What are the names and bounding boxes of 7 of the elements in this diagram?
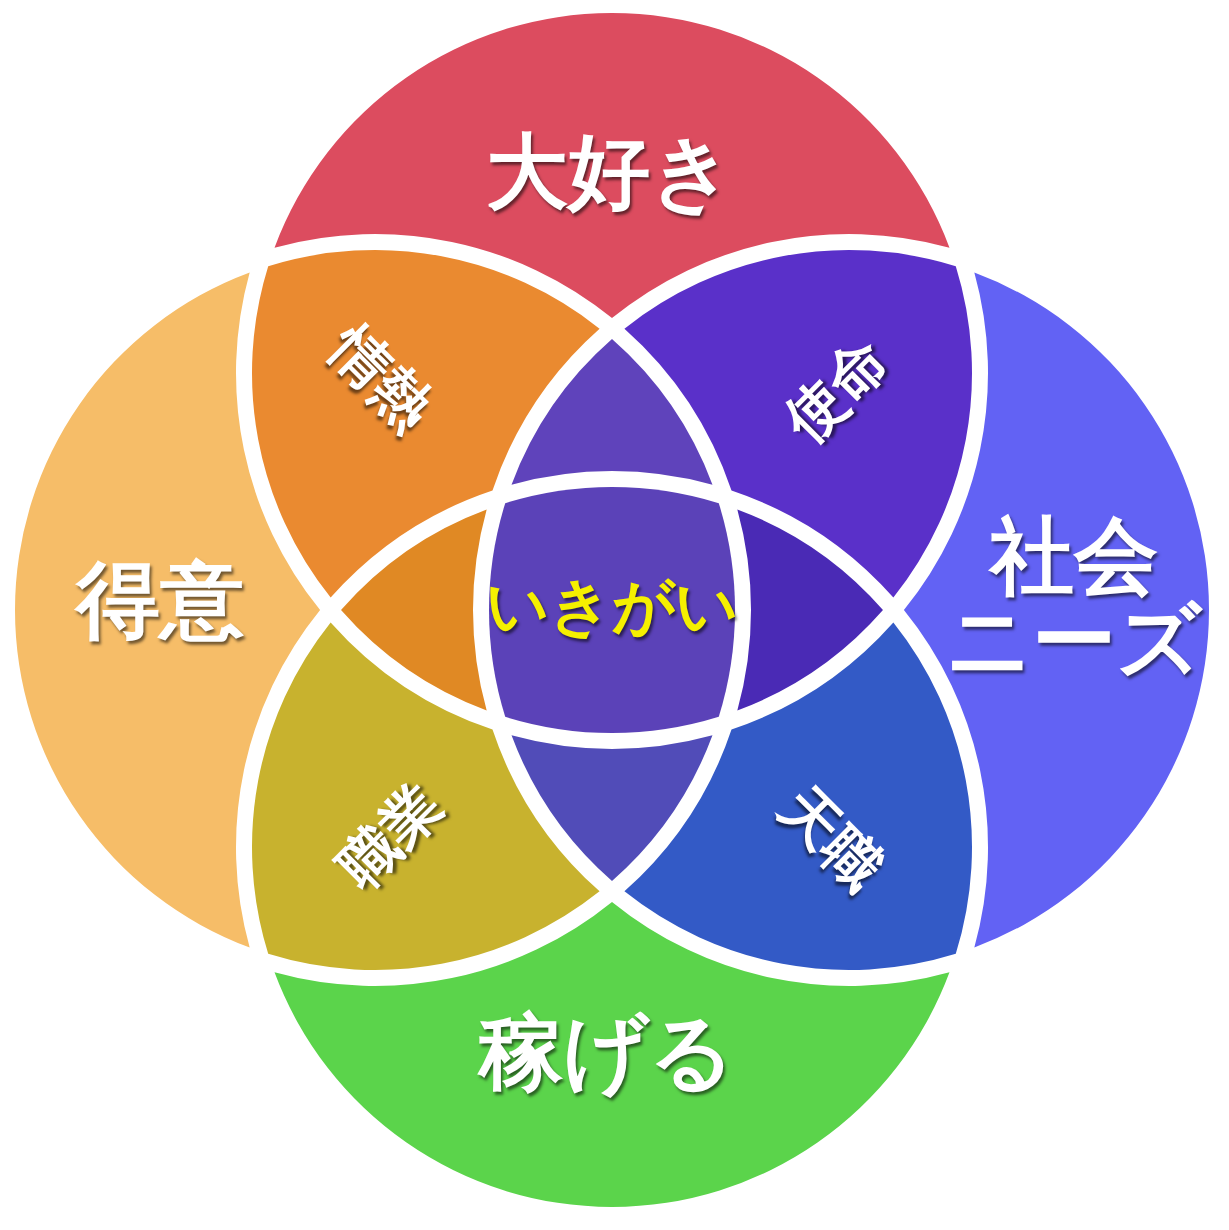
region-label: 得意 (76, 558, 244, 642)
region-label: 天職 (770, 776, 894, 900)
region-label: 職業 (328, 774, 452, 898)
region-label: 社会ニーズ (946, 514, 1202, 682)
region-label: 情熱 (320, 316, 444, 440)
region-label: 使命 (774, 328, 898, 452)
region-label: いきがい (486, 575, 738, 637)
